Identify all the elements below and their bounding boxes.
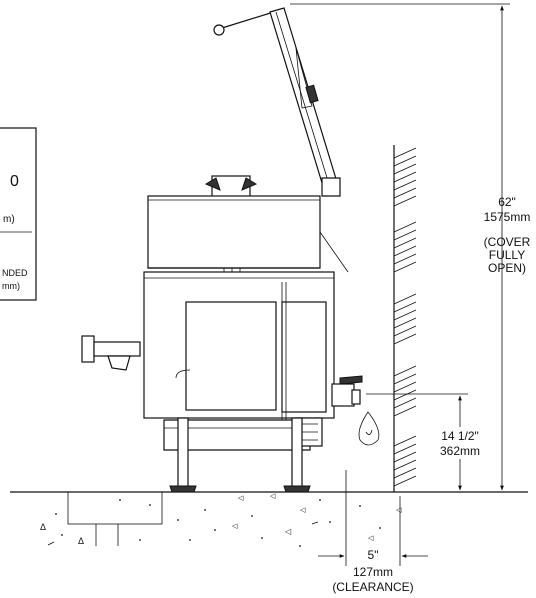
dim-total-height: 62" 1575mm (COVER FULLY OPEN) <box>290 3 531 493</box>
wall <box>393 145 417 492</box>
floor: Δ Δ ◁ ◁ ◁ ◁ ◁ ◁ ◁ <box>10 491 528 547</box>
height-note-2: FULLY <box>489 248 525 262</box>
height-note-1: (COVER <box>484 235 531 249</box>
spec-box-line3: mm) <box>2 281 20 291</box>
kettle <box>81 7 380 493</box>
svg-text:Δ: Δ <box>40 522 46 532</box>
svg-text:◁: ◁ <box>300 507 306 514</box>
concrete-speckle: Δ Δ ◁ ◁ ◁ ◁ ◁ ◁ ◁ <box>40 493 402 547</box>
clearance-note: (CLEARANCE) <box>332 580 413 594</box>
height-note-3: OPEN) <box>488 261 526 275</box>
svg-text:◁: ◁ <box>396 507 402 514</box>
svg-text:Δ: Δ <box>78 536 84 546</box>
wall-hatch-2 <box>393 221 417 273</box>
control-panel <box>185 301 277 411</box>
svg-text:◁: ◁ <box>232 523 238 530</box>
spec-box: 0 m) NDED mm) <box>0 127 37 301</box>
dim-drain-height: 14 1/2" 362mm <box>366 393 492 491</box>
svg-text:◁: ◁ <box>368 535 374 542</box>
clearance-mm: 127mm <box>353 565 393 579</box>
height-mm: 1575mm <box>484 210 531 224</box>
spec-box-line1: m) <box>3 214 15 225</box>
wall-hatch-5 <box>393 435 417 487</box>
dim-clearance: 5" 127mm (CLEARANCE) <box>318 470 428 594</box>
svg-text:◁: ◁ <box>238 495 244 502</box>
leg-left <box>177 417 189 489</box>
kettle-bowl <box>147 195 321 269</box>
wall-hatch-1 <box>393 147 417 207</box>
spec-box-glyph: 0 <box>10 173 19 190</box>
cover-handle-knob <box>213 24 225 36</box>
drain-height-inches: 14 1/2" <box>441 429 479 443</box>
draw-off-valve <box>331 375 363 407</box>
clearance-inches: 5" <box>368 548 379 562</box>
drain-height-mm: 362mm <box>440 444 480 458</box>
height-inches: 62" <box>498 195 516 209</box>
wall-hatch-4 <box>393 365 417 417</box>
wall-hatch-3 <box>393 293 417 345</box>
tilt-handle-left <box>81 335 141 371</box>
svg-text:◁: ◁ <box>270 493 276 500</box>
spec-box-line2: NDED <box>2 268 28 278</box>
leg-right <box>291 417 303 489</box>
svg-text:◁: ◁ <box>285 527 292 536</box>
drip-icon <box>358 411 380 446</box>
kettle-cover <box>213 7 341 197</box>
